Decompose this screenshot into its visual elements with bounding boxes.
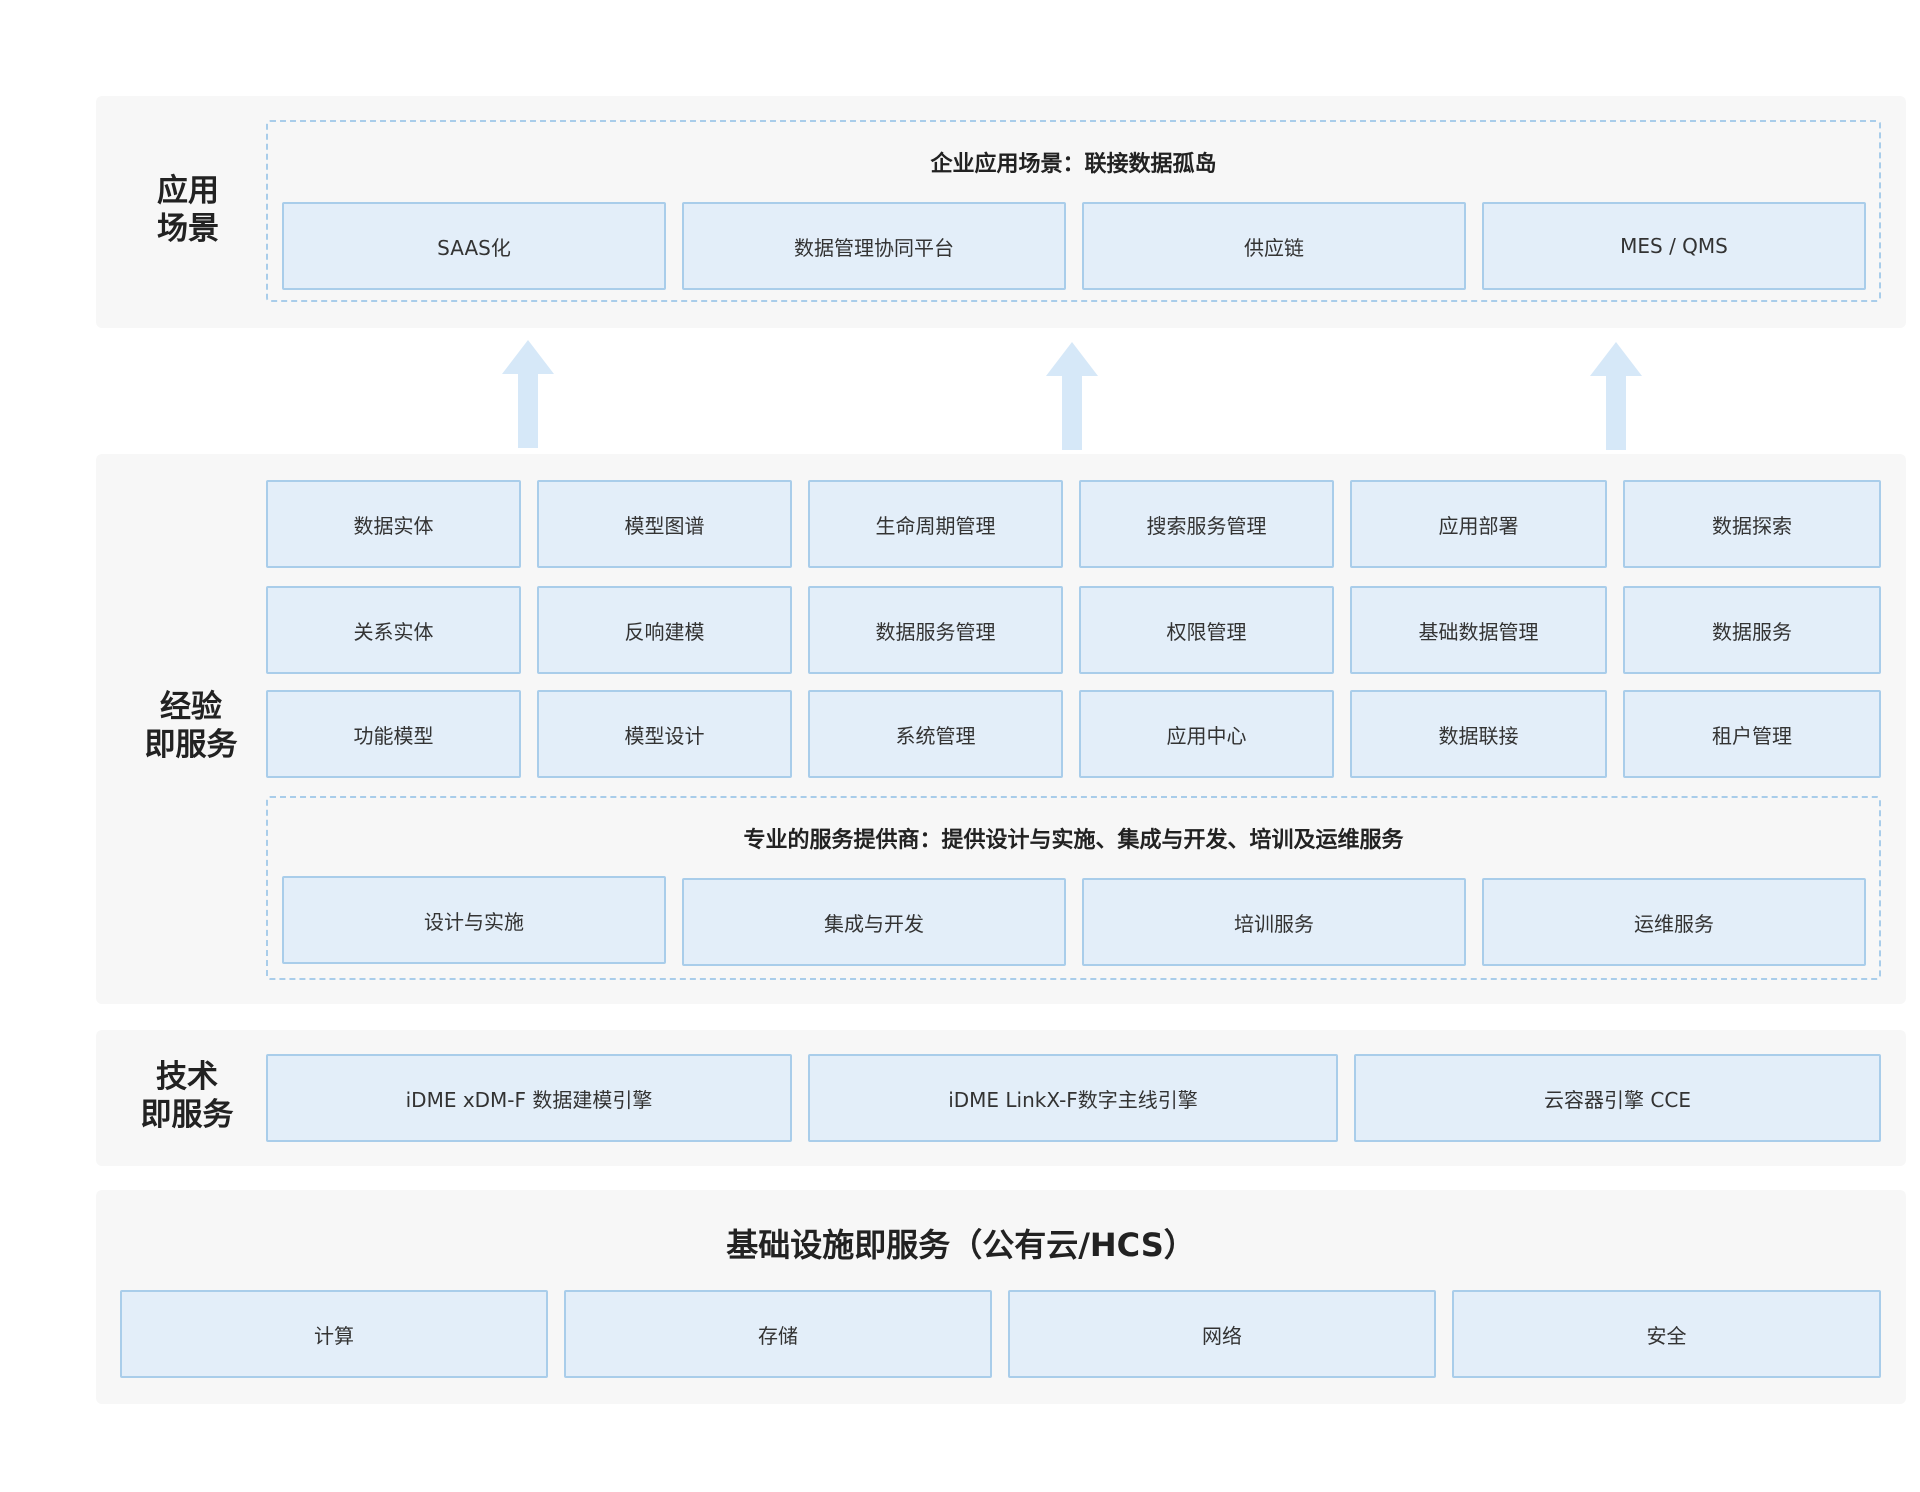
scenario-layer: 应用 场景 企业应用场景：联接数据孤岛 SAAS化 数据管理协同平台 供应链 M…	[96, 96, 1906, 328]
experience-layer: 经验 即服务 数据实体 模型图谱 生命周期管理 搜索服务管理 应用部署 数据探索…	[96, 454, 1906, 1004]
up-arrow-icon	[1590, 342, 1642, 450]
provider-item: 设计与实施	[282, 876, 666, 964]
capability-item: 模型设计	[537, 690, 792, 778]
capability-item: 反响建模	[537, 586, 792, 674]
capability-item: 数据服务管理	[808, 586, 1063, 674]
capability-item: 数据实体	[266, 480, 521, 568]
provider-item: 培训服务	[1082, 878, 1466, 966]
infra-item: 存储	[564, 1290, 992, 1378]
capability-item: 搜索服务管理	[1079, 480, 1334, 568]
experience-layer-label: 经验 即服务	[144, 689, 238, 763]
capability-item: 系统管理	[808, 690, 1063, 778]
provider-title: 专业的服务提供商：提供设计与实施、集成与开发、培训及运维服务	[743, 828, 1404, 853]
tech-layer: 技术 即服务 iDME xDM-F 数据建模引擎 iDME LinkX-F数字主…	[96, 1030, 1906, 1166]
capability-item: 租户管理	[1623, 690, 1881, 778]
tech-layer-label: 技术 即服务	[140, 1059, 234, 1133]
capability-item: 功能模型	[266, 690, 521, 778]
infra-item: 安全	[1452, 1290, 1881, 1378]
capability-item: 应用中心	[1079, 690, 1334, 778]
capability-item: 生命周期管理	[808, 480, 1063, 568]
capability-item: 模型图谱	[537, 480, 792, 568]
scenario-item: SAAS化	[282, 202, 666, 290]
scenario-layer-label: 应用 场景	[157, 173, 219, 247]
tech-engine-item: iDME LinkX-F数字主线引擎	[808, 1054, 1338, 1142]
capability-item: 权限管理	[1079, 586, 1334, 674]
capability-item: 数据服务	[1623, 586, 1881, 674]
tech-engine-item: iDME xDM-F 数据建模引擎	[266, 1054, 792, 1142]
capability-item: 数据联接	[1350, 690, 1607, 778]
capability-item: 关系实体	[266, 586, 521, 674]
up-arrow-icon	[502, 340, 554, 448]
infra-layer: 基础设施即服务（公有云/HCS） 计算 存储 网络 安全	[96, 1190, 1906, 1404]
capability-item: 应用部署	[1350, 480, 1607, 568]
provider-dashed-group: 专业的服务提供商：提供设计与实施、集成与开发、培训及运维服务 设计与实施 集成与…	[266, 796, 1881, 980]
scenario-item: MES / QMS	[1482, 202, 1866, 290]
infra-item: 网络	[1008, 1290, 1436, 1378]
provider-item: 运维服务	[1482, 878, 1866, 966]
capability-item: 基础数据管理	[1350, 586, 1607, 674]
scenario-dashed-group: 企业应用场景：联接数据孤岛 SAAS化 数据管理协同平台 供应链 MES / Q…	[266, 120, 1881, 302]
scenario-item: 数据管理协同平台	[682, 202, 1066, 290]
scenario-title: 企业应用场景：联接数据孤岛	[930, 152, 1217, 177]
provider-item: 集成与开发	[682, 878, 1066, 966]
tech-engine-item: 云容器引擎 CCE	[1354, 1054, 1881, 1142]
capability-item: 数据探索	[1623, 480, 1881, 568]
infra-item: 计算	[120, 1290, 548, 1378]
infra-title: 基础设施即服务（公有云/HCS）	[726, 1226, 1196, 1264]
scenario-item: 供应链	[1082, 202, 1466, 290]
up-arrow-icon	[1046, 342, 1098, 450]
